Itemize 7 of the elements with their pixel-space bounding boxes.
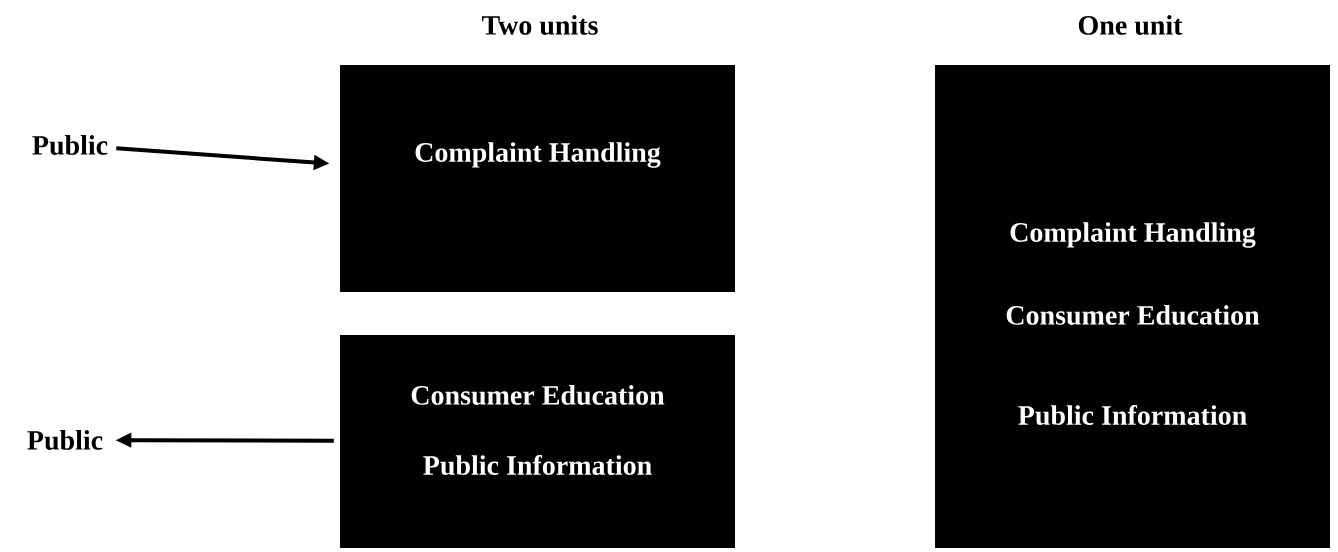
label-text: Public <box>32 135 108 155</box>
function-box: Complaint Handling Consumer Education Public Information <box>935 65 1330 548</box>
column-heading: One unit <box>1078 15 1183 35</box>
label-text: Public <box>27 430 103 450</box>
function-box: Complaint Handling <box>340 65 735 292</box>
column-heading: Two units <box>481 15 598 35</box>
function-box: Consumer Education Public Information <box>340 335 735 548</box>
